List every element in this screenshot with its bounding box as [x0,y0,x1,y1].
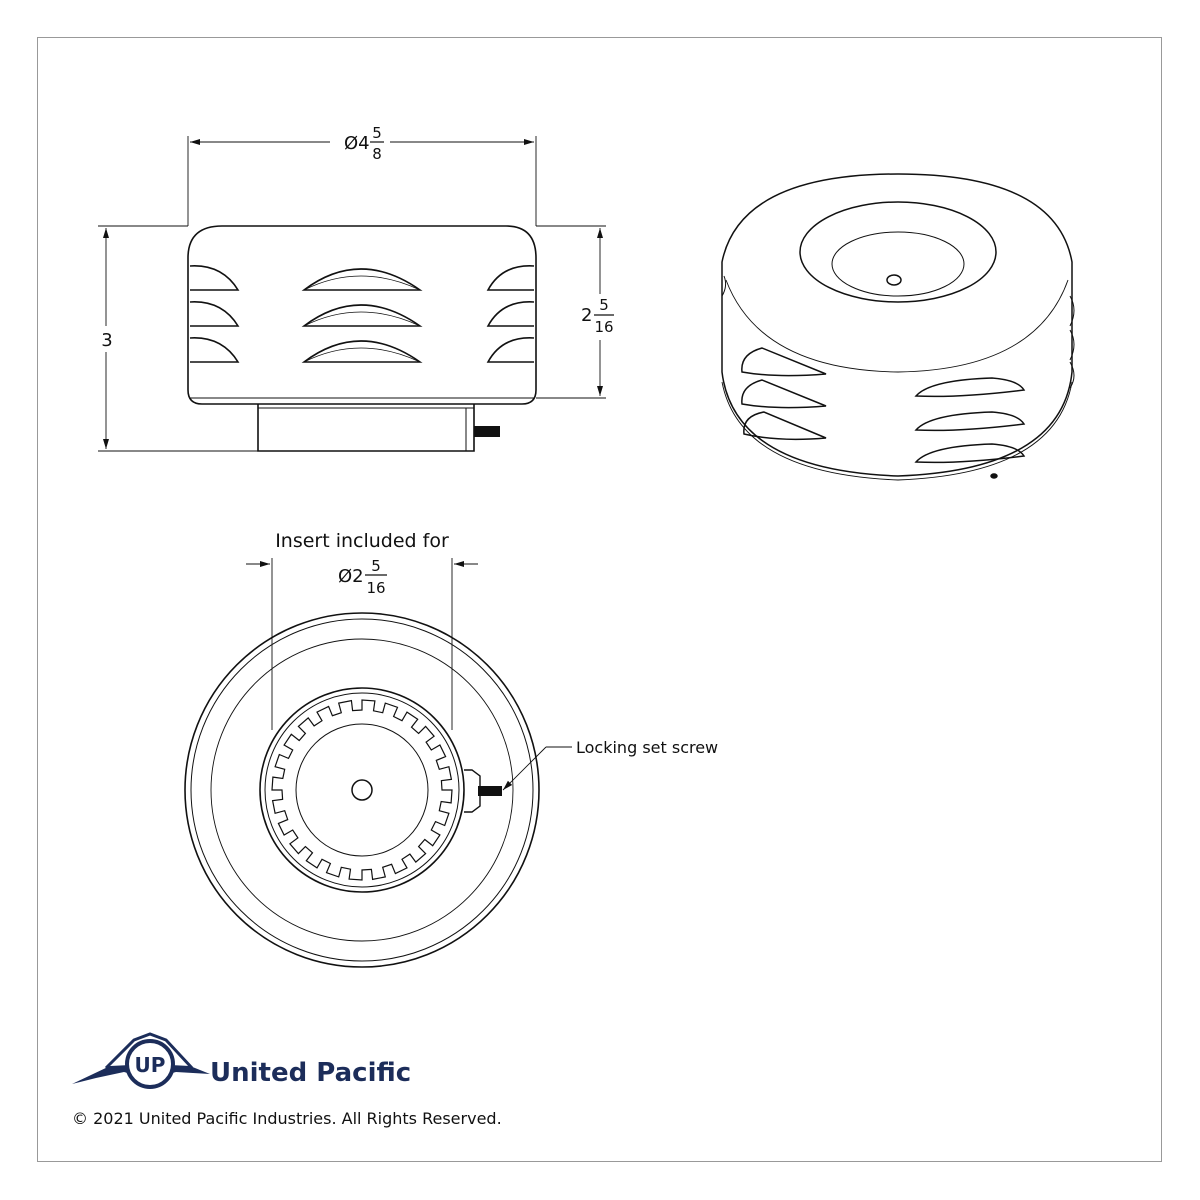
svg-text:Ø4: Ø4 [344,133,370,154]
insert-dimensions [246,558,478,730]
overall-height-label: 3 [96,326,118,352]
svg-text:5: 5 [372,124,382,142]
drawing-frame [37,37,1162,1162]
insert-diameter-label: Ø2 5 16 [338,557,387,597]
insert-note: Insert included for [275,530,449,552]
svg-text:5: 5 [371,557,381,575]
body-height-label: 2 5 16 [578,294,622,340]
side-view [187,225,537,452]
isometric-view [721,173,1075,481]
united-pacific-logo: UP [72,1032,210,1089]
copyright-notice: © 2021 United Pacific Industries. All Ri… [72,1109,502,1128]
svg-text:Ø2: Ø2 [338,566,364,587]
bottom-view [184,612,540,968]
svg-text:Locking set screw: Locking set screw [576,738,718,757]
svg-text:3: 3 [101,330,112,351]
center-louvers [301,268,423,363]
svg-text:5: 5 [599,296,609,314]
svg-text:UP: UP [135,1053,166,1077]
svg-text:16: 16 [366,579,385,597]
set-screw-callout: Locking set screw [502,738,718,791]
svg-text:2: 2 [581,305,592,326]
insert-teeth [271,699,453,881]
right-louvers [486,265,535,363]
company-name: United Pacific [210,1058,412,1088]
svg-text:16: 16 [594,318,613,336]
left-louvers [189,265,240,363]
overall-diameter-label: Ø4 5 8 [330,122,390,163]
insert-teeth-outline [271,699,453,881]
svg-text:8: 8 [372,145,382,163]
